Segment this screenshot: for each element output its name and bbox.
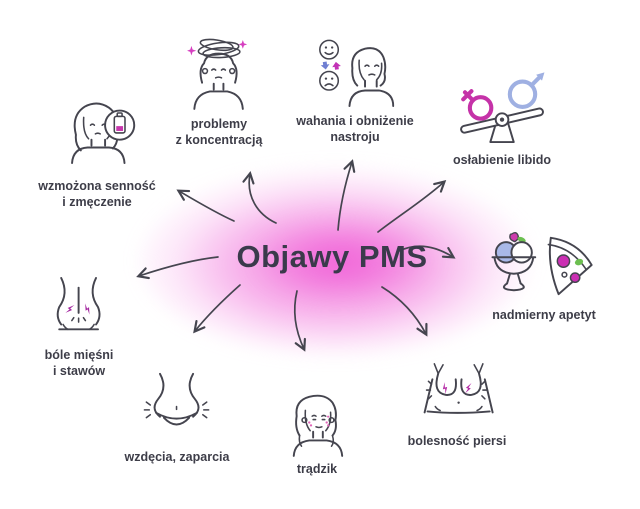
symptom-sleepiness: wzmożona senność i zmęczenie bbox=[38, 96, 156, 211]
arrow-to-back-pain bbox=[136, 256, 219, 280]
arrow-to-mood bbox=[337, 159, 356, 231]
arrow-to-libido bbox=[377, 179, 447, 233]
symptom-label: bóle mięśni i stawów bbox=[44, 348, 114, 379]
woman-low-battery-icon bbox=[70, 102, 135, 164]
woman-acne-icon bbox=[292, 394, 344, 457]
symptom-mood: wahania i obniżenie nastroju bbox=[296, 37, 414, 146]
icecream-pizza-icon bbox=[491, 231, 593, 296]
woman-mood-faces-icon bbox=[318, 39, 394, 107]
arrow-to-sleepiness bbox=[176, 189, 235, 222]
arrow-to-appetite bbox=[398, 245, 456, 259]
symptom-breast: bolesność piersi bbox=[407, 358, 507, 449]
symptom-label: problemy z koncentracją bbox=[175, 117, 263, 148]
symptom-label: osłabienie libido bbox=[453, 153, 551, 167]
symptom-label: bolesność piersi bbox=[407, 434, 507, 448]
belly-bloating-icon bbox=[144, 372, 210, 426]
page-title: Objawy PMS bbox=[236, 239, 428, 274]
gender-seesaw-icon bbox=[460, 72, 545, 144]
symptom-bloating: wzdęcia, zaparcia bbox=[124, 370, 230, 465]
lower-back-pain-icon bbox=[57, 277, 101, 331]
arrow-to-acne bbox=[294, 290, 306, 352]
woman-dizzy-scribble-icon bbox=[187, 38, 248, 110]
symptom-concentration: problemy z koncentracją bbox=[175, 36, 263, 149]
symptom-label: wzdęcia, zaparcia bbox=[124, 450, 230, 464]
symptom-libido: osłabienie libido bbox=[453, 66, 551, 168]
pink-glow-hotspot bbox=[248, 218, 438, 303]
symptom-label: nadmierny apetyt bbox=[492, 308, 596, 322]
arrow-to-concentration bbox=[242, 171, 277, 224]
symptom-label: wzmożona senność i zmęczenie bbox=[38, 179, 156, 210]
symptom-back-pain: bóle mięśni i stawów bbox=[44, 274, 114, 380]
symptom-acne: trądzik bbox=[286, 387, 348, 477]
arrow-to-bloating bbox=[193, 284, 241, 334]
symptom-label: trądzik bbox=[296, 462, 338, 476]
symptom-label: wahania i obniżenie nastroju bbox=[296, 114, 414, 145]
arrow-to-breast bbox=[381, 286, 428, 337]
breast-pain-icon bbox=[423, 363, 494, 414]
symptom-appetite: nadmierny apetyt bbox=[488, 230, 600, 323]
